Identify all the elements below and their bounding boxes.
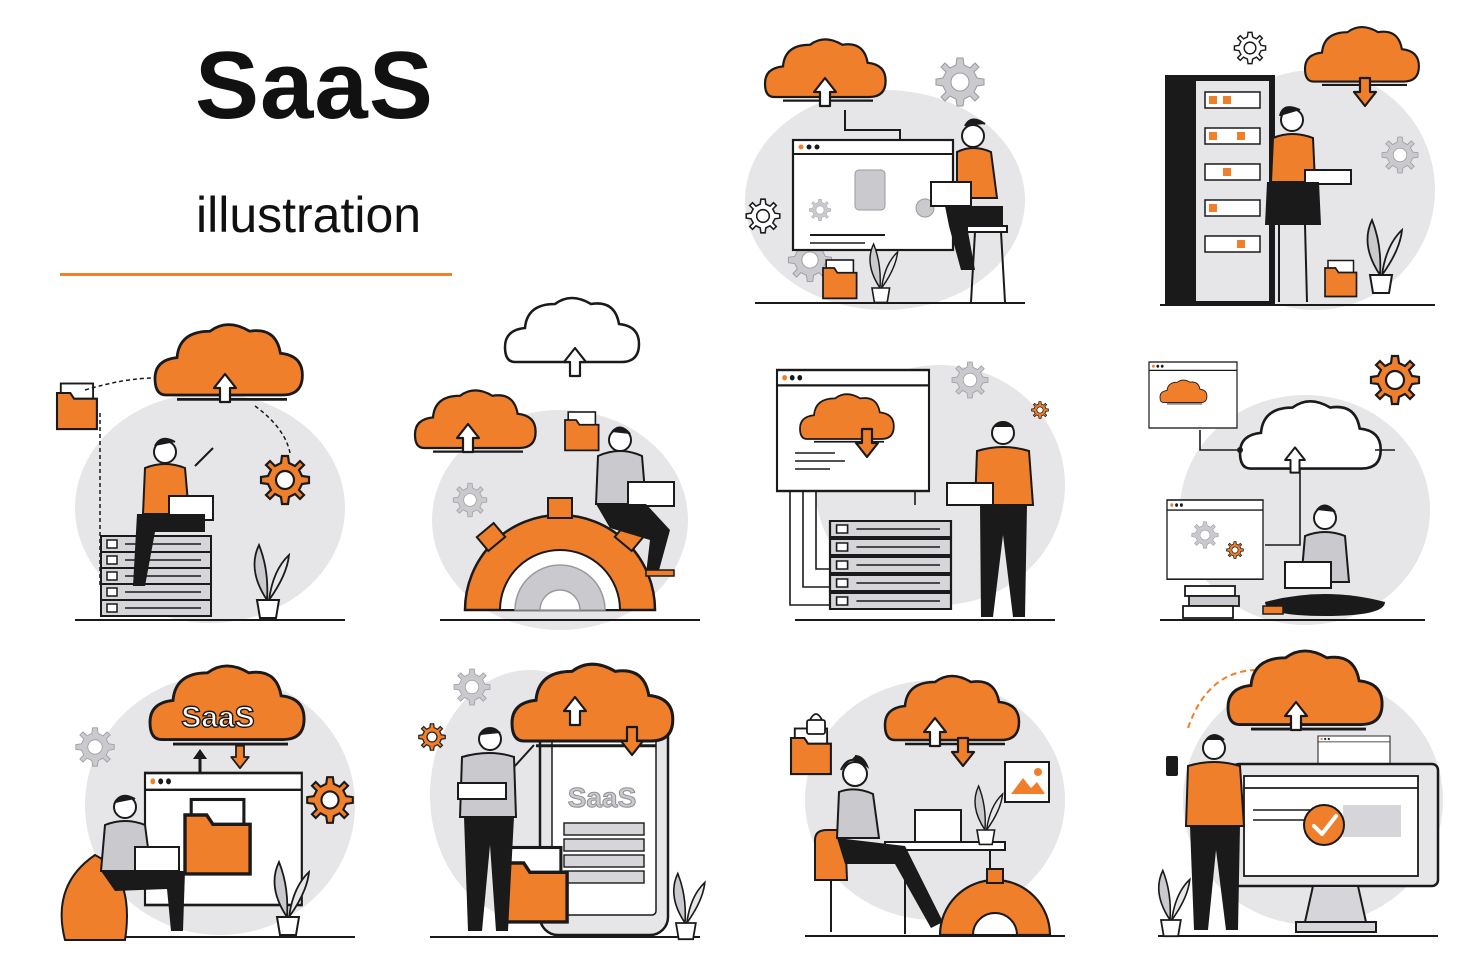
title-underline bbox=[60, 273, 452, 276]
scene-saas-cloud-beanbag: SaaS bbox=[55, 655, 365, 945]
scene-woman-desk-secure bbox=[785, 660, 1070, 945]
scene-woman-cloud-network bbox=[1145, 350, 1435, 630]
scene-9-art bbox=[789, 674, 1065, 937]
saas-phone-label: SaaS bbox=[568, 782, 637, 813]
scene-woman-server-rack bbox=[1155, 20, 1445, 310]
scene-7-art: SaaS bbox=[60, 664, 355, 941]
scene-man-on-gear bbox=[410, 290, 710, 630]
scene-10-art bbox=[1157, 649, 1443, 938]
scene-8-art: SaaS bbox=[418, 662, 706, 941]
saas-cloud-label: SaaS bbox=[181, 701, 254, 734]
scene-1-art bbox=[745, 38, 1025, 310]
scene-saas-phone-app: SaaS bbox=[410, 655, 710, 945]
subtitle: illustration bbox=[196, 187, 422, 243]
title: SaaS bbox=[195, 32, 434, 139]
scene-4-art bbox=[413, 296, 700, 630]
scene-5-art bbox=[775, 361, 1065, 621]
scene-woman-on-server bbox=[45, 318, 355, 628]
scene-2-art bbox=[1160, 26, 1435, 310]
scene-man-server-browser bbox=[775, 355, 1065, 630]
scene-3-art bbox=[55, 323, 345, 623]
scene-man-monitor-check bbox=[1148, 640, 1448, 945]
scene-6-art bbox=[1148, 354, 1430, 625]
scene-woman-laptop-cloud-upload bbox=[735, 30, 1035, 310]
